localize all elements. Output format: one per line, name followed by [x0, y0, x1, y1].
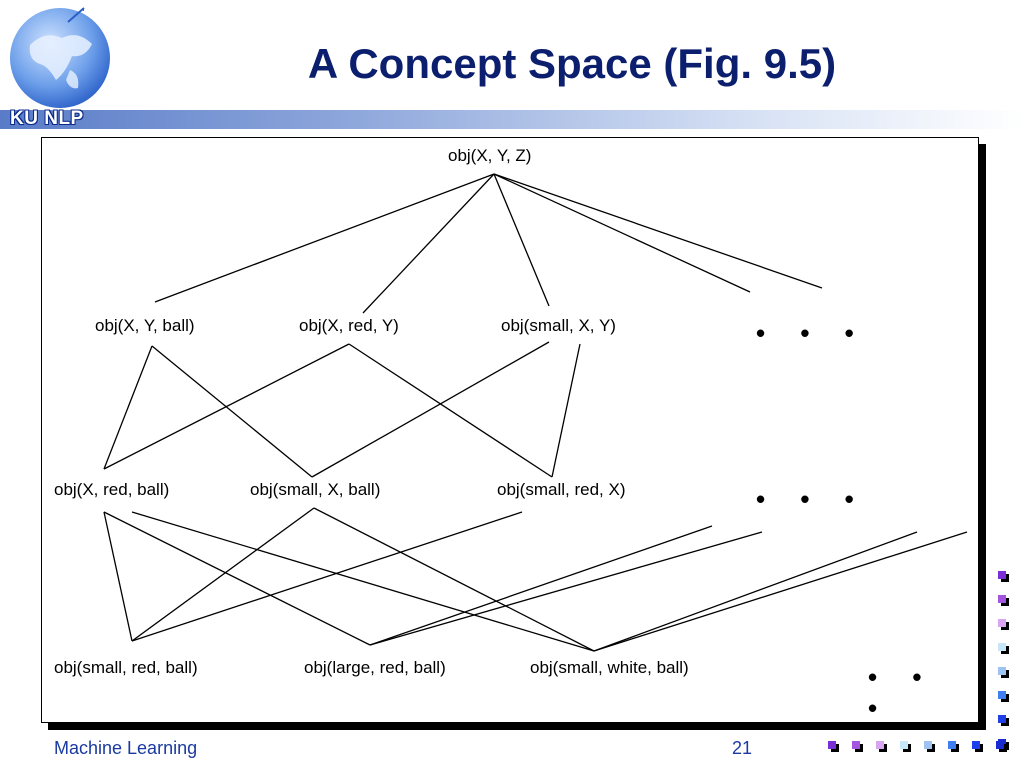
decor-square	[852, 741, 863, 752]
node-level2-1: obj(X, red, ball)	[54, 480, 170, 499]
edge	[103, 511, 371, 646]
edge	[151, 345, 313, 478]
decor-square	[828, 741, 839, 752]
ellipsis-level1: • • •	[756, 318, 868, 348]
decor-square	[948, 741, 959, 752]
edge	[493, 173, 823, 289]
decor-square	[998, 667, 1009, 678]
edge	[154, 173, 495, 303]
node-level3-3: obj(small, white, ball)	[530, 658, 689, 677]
edge	[551, 343, 581, 478]
edge	[311, 341, 550, 478]
edge	[362, 173, 495, 314]
decor-square	[998, 595, 1009, 606]
node-level3-1: obj(small, red, ball)	[54, 658, 198, 677]
decor-square	[924, 741, 935, 752]
edge	[131, 511, 595, 652]
edge	[103, 345, 153, 470]
decor-square	[996, 741, 1007, 752]
edge	[131, 507, 315, 642]
slide-title: A Concept Space (Fig. 9.5)	[307, 40, 837, 87]
header-bar	[0, 110, 1024, 129]
edge	[493, 173, 550, 307]
edge	[103, 343, 350, 470]
footer-course: Machine Learning	[54, 738, 198, 758]
edge	[313, 507, 595, 652]
ellipsis-level2: • • •	[756, 484, 868, 514]
decor-square	[972, 741, 983, 752]
decor-square	[998, 571, 1009, 582]
edge	[369, 531, 763, 646]
edge	[103, 511, 133, 642]
edge	[593, 531, 968, 652]
node-level2-3: obj(small, red, X)	[497, 480, 626, 499]
edge	[131, 511, 523, 642]
node-root: obj(X, Y, Z)	[448, 146, 532, 165]
logo: KU NLP	[0, 0, 140, 130]
concept-space-figure: obj(X, Y, Z) obj(X, Y, ball) obj(X, red,…	[41, 137, 979, 723]
node-level3-2: obj(large, red, ball)	[304, 658, 446, 677]
decor-square	[998, 715, 1009, 726]
edge	[369, 525, 713, 646]
node-level2-2: obj(small, X, ball)	[250, 480, 381, 499]
concept-edges	[103, 173, 968, 652]
edge	[593, 531, 918, 652]
decor-square	[998, 619, 1009, 630]
decor-square	[876, 741, 887, 752]
logo-text-overlay: KU NLP	[10, 108, 84, 129]
node-level1-1: obj(X, Y, ball)	[95, 316, 195, 335]
node-level1-2: obj(X, red, Y)	[299, 316, 399, 335]
page-number: 21	[732, 738, 753, 758]
edge	[348, 343, 553, 478]
decor-square	[998, 643, 1009, 654]
node-level1-3: obj(small, X, Y)	[501, 316, 616, 335]
edge	[493, 173, 751, 293]
ellipsis-level3: • • •	[868, 662, 936, 723]
decor-square	[998, 691, 1009, 702]
decor-square	[900, 741, 911, 752]
globe-logo-icon	[10, 7, 110, 108]
